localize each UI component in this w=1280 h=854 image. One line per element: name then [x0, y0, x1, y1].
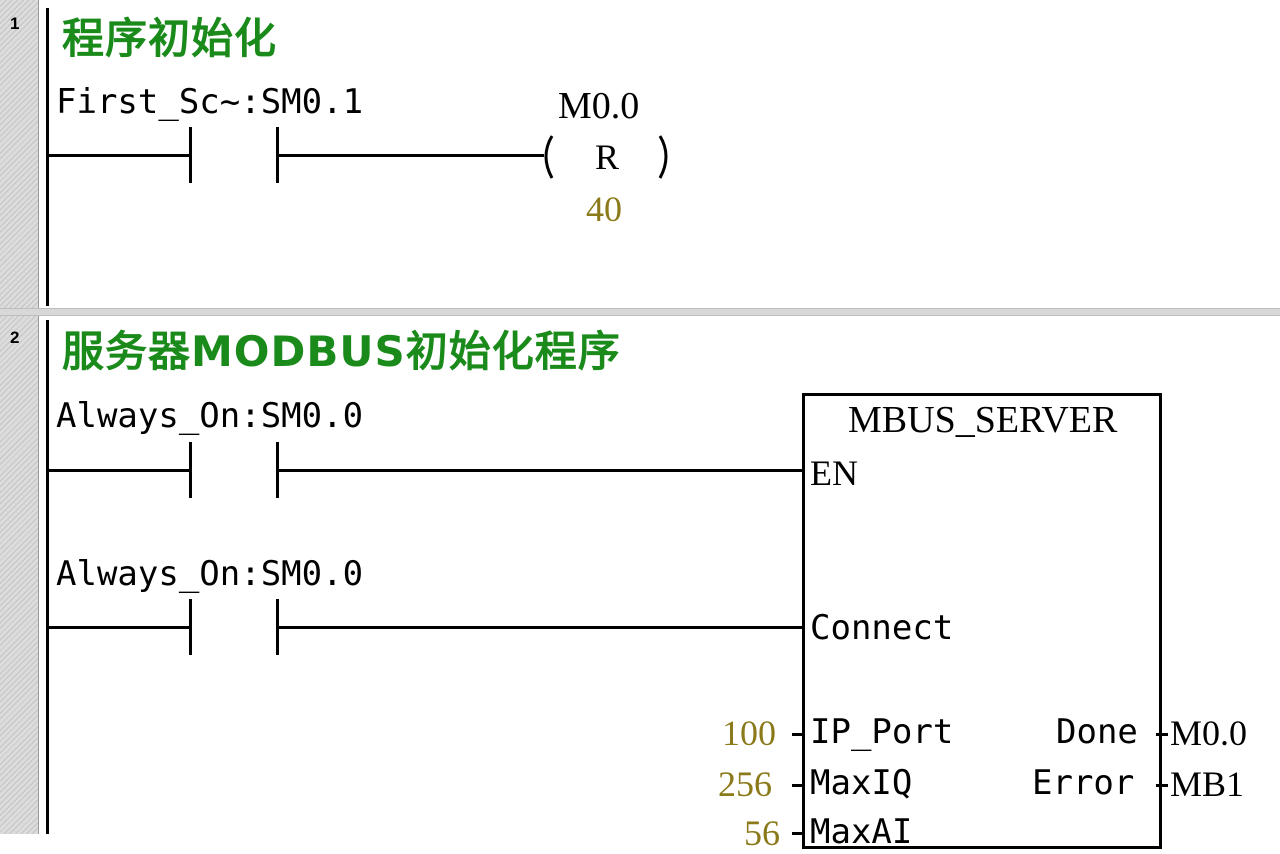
rung-2a-wire-right	[276, 469, 806, 472]
param-maxiq-stub	[792, 784, 804, 787]
param-ip-port-stub	[792, 733, 804, 736]
out-error-value[interactable]: MB1	[1170, 764, 1245, 804]
block-name: MBUS_SERVER	[848, 399, 1118, 441]
pin-en[interactable]: EN	[810, 453, 858, 493]
contact-first-scan-left-bar[interactable]	[189, 127, 192, 183]
rung-2b-wire-left	[48, 626, 190, 629]
param-maxiq-value[interactable]: 256	[718, 764, 772, 804]
contact-first-scan-label[interactable]: First_Sc~:SM0.1	[56, 82, 364, 122]
network-2-number[interactable]: 2	[10, 328, 20, 347]
rung-1-wire-left	[48, 154, 190, 157]
coil-count[interactable]: 40	[586, 189, 622, 229]
network-1-number[interactable]: 1	[10, 14, 20, 33]
pin-maxiq[interactable]: MaxIQ	[810, 763, 913, 803]
out-done-value[interactable]: M0.0	[1170, 713, 1248, 753]
pin-maxai[interactable]: MaxAI	[810, 812, 913, 852]
network-1-title[interactable]: 程序初始化	[62, 14, 278, 63]
param-maxai-value[interactable]: 56	[744, 813, 780, 853]
pin-ip-port[interactable]: IP_Port	[810, 712, 954, 752]
coil-reset-symbol[interactable]	[536, 134, 676, 180]
power-rail-2	[46, 320, 49, 834]
rung-1-wire-right	[276, 154, 544, 157]
out-error-stub	[1156, 784, 1168, 787]
rung-2a-wire-left	[48, 469, 190, 472]
contact-always-on-2-left-bar[interactable]	[189, 599, 192, 655]
network-separator	[0, 308, 1280, 316]
network-2-title[interactable]: 服务器MODBUS初始化程序	[62, 327, 621, 376]
contact-always-on-1-left-bar[interactable]	[189, 442, 192, 498]
pin-done[interactable]: Done	[1056, 712, 1138, 752]
contact-always-on-2-label[interactable]: Always_On:SM0.0	[56, 554, 364, 594]
coil-address[interactable]: M0.0	[558, 85, 640, 127]
out-done-stub	[1156, 733, 1168, 736]
pin-connect[interactable]: Connect	[810, 608, 954, 648]
coil-type: R	[595, 137, 620, 177]
rung-2b-wire-right	[276, 626, 806, 629]
pin-error[interactable]: Error	[1032, 763, 1135, 803]
network-gutter	[0, 0, 39, 834]
mbus-server-block[interactable]	[802, 393, 1162, 849]
param-ip-port-value[interactable]: 100	[722, 713, 776, 753]
power-rail-1	[46, 8, 49, 306]
contact-always-on-1-label[interactable]: Always_On:SM0.0	[56, 396, 364, 436]
